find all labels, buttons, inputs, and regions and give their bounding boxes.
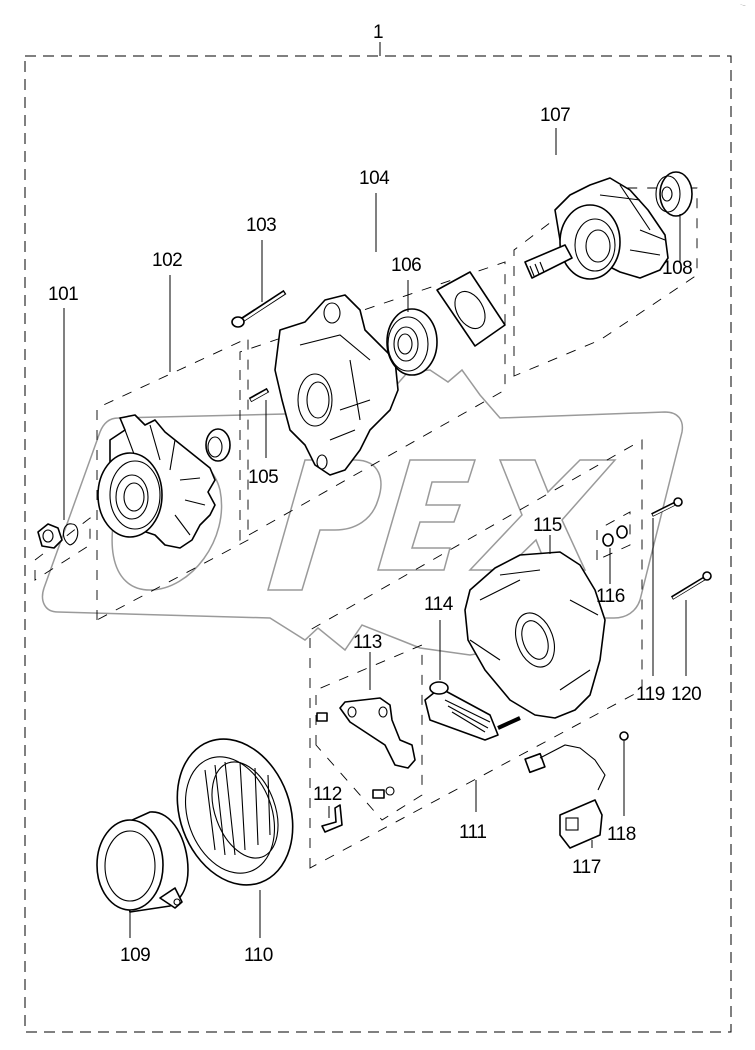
part-109-cover[interactable] bbox=[96, 811, 189, 913]
part-113-regulator[interactable] bbox=[316, 697, 416, 799]
part-106-bearing[interactable] bbox=[386, 308, 438, 376]
label-109[interactable]: 109 bbox=[120, 945, 151, 966]
label-115[interactable]: 115 bbox=[533, 515, 562, 536]
part-110-stator[interactable] bbox=[158, 723, 313, 902]
part-105-short-screw[interactable] bbox=[248, 387, 270, 403]
part-120-bolt[interactable] bbox=[670, 571, 712, 600]
part-102-pulley-fan[interactable] bbox=[97, 414, 231, 549]
label-113[interactable]: 113 bbox=[353, 632, 382, 653]
part-114-brush-holder[interactable] bbox=[424, 681, 521, 741]
label-111[interactable]: 111 bbox=[459, 822, 487, 843]
label-116[interactable]: 116 bbox=[596, 586, 625, 607]
label-108[interactable]: 108 bbox=[662, 258, 693, 279]
label-105[interactable]: 105 bbox=[248, 467, 279, 488]
corner-mark: ⁻‒ bbox=[740, 3, 746, 9]
part-107-rotor[interactable] bbox=[524, 177, 669, 280]
part-104-gasket-plate[interactable] bbox=[436, 271, 506, 347]
part-101-nut-washer[interactable] bbox=[37, 523, 79, 549]
part-117-harness[interactable] bbox=[524, 744, 606, 849]
part-104-drive-end-bracket[interactable] bbox=[274, 294, 399, 476]
label-119[interactable]: 119 bbox=[636, 684, 665, 705]
label-110[interactable]: 110 bbox=[244, 945, 273, 966]
label-1[interactable]: 1 bbox=[373, 22, 384, 43]
label-107[interactable]: 107 bbox=[540, 105, 571, 126]
label-104[interactable]: 104 bbox=[359, 168, 391, 189]
part-118-nut[interactable] bbox=[619, 731, 629, 741]
part-112-clip[interactable] bbox=[321, 804, 343, 833]
part-116-nuts[interactable] bbox=[602, 525, 628, 547]
leader-lines bbox=[63, 128, 687, 938]
label-106[interactable]: 106 bbox=[391, 255, 422, 276]
label-118[interactable]: 118 bbox=[607, 824, 636, 845]
label-103[interactable]: 103 bbox=[246, 215, 277, 236]
part-108-bearing[interactable] bbox=[655, 171, 693, 217]
label-117[interactable]: 117 bbox=[572, 857, 601, 878]
group-outlines bbox=[34, 187, 698, 869]
label-114[interactable]: 114 bbox=[424, 594, 454, 615]
label-112[interactable]: 112 bbox=[313, 784, 342, 805]
label-102[interactable]: 102 bbox=[152, 250, 183, 271]
label-101[interactable]: 101 bbox=[48, 284, 79, 305]
label-120[interactable]: 120 bbox=[671, 684, 702, 705]
part-115-housing[interactable] bbox=[464, 551, 606, 719]
part-103-long-bolt[interactable] bbox=[231, 289, 287, 328]
assembly-frame bbox=[24, 55, 732, 1033]
part-119-screw[interactable] bbox=[651, 497, 683, 517]
